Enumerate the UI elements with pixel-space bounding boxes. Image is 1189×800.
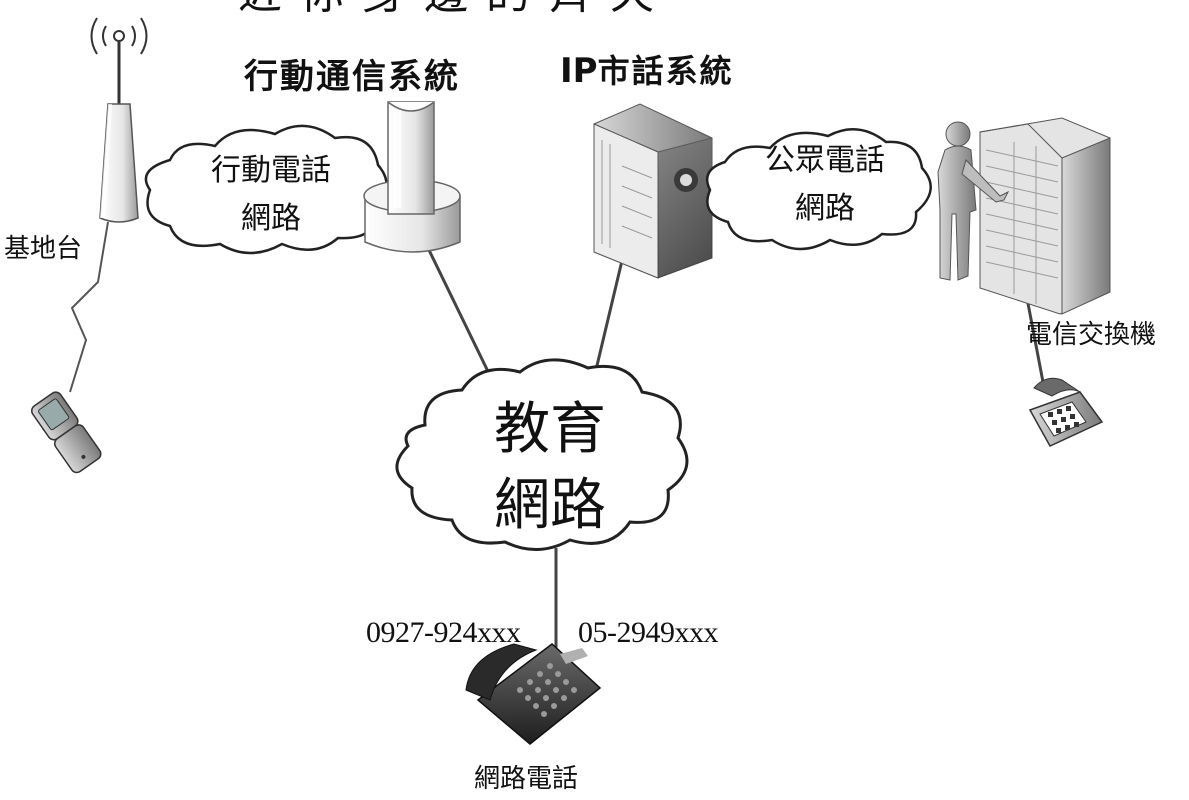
pstn-cloud-line1: 公眾電話 [765,143,885,178]
voip-phone-label: 網路電話 [474,764,579,794]
education-network-cloud [395,358,689,552]
pstn-cloud-line2: 網路 [795,191,855,226]
ip-system-title: IP市話系統 [560,54,734,89]
top-title-fragment: 近你身邊的齊天 [238,0,672,16]
edu-cloud-line2: 網路 [494,473,606,538]
radio-link-bolt [69,221,109,393]
exchange-label: 電信交換機 [1026,320,1157,350]
ip-system-title-rest: 市話系統 [597,52,734,90]
ip-phone-icon [465,643,602,745]
operator-person-icon [937,121,1010,281]
mobile-cloud-line2: 網路 [241,201,301,236]
mobile-system-title: 行動通信系統 [244,57,460,97]
mobile-cloud-line1: 行動電話 [211,153,331,188]
landline-number: 05-2949xxx [578,616,719,649]
desk-phone-icon [1028,377,1104,447]
exchange-cabinet-icon [979,117,1111,315]
mobile-number: 0927-924xxx [366,616,521,649]
pstn-cloud [705,128,932,251]
server-rack-icon [593,103,713,279]
link-mobile-switch-edu [426,247,499,391]
mobile-switch-icon [363,101,461,253]
ip-system-title-ip: IP [560,51,598,91]
flip-phone-icon [30,391,102,474]
base-station-label: 基地台 [4,234,83,264]
antenna-tower-icon [90,17,148,223]
edu-cloud-line1: 教育 [494,397,606,462]
